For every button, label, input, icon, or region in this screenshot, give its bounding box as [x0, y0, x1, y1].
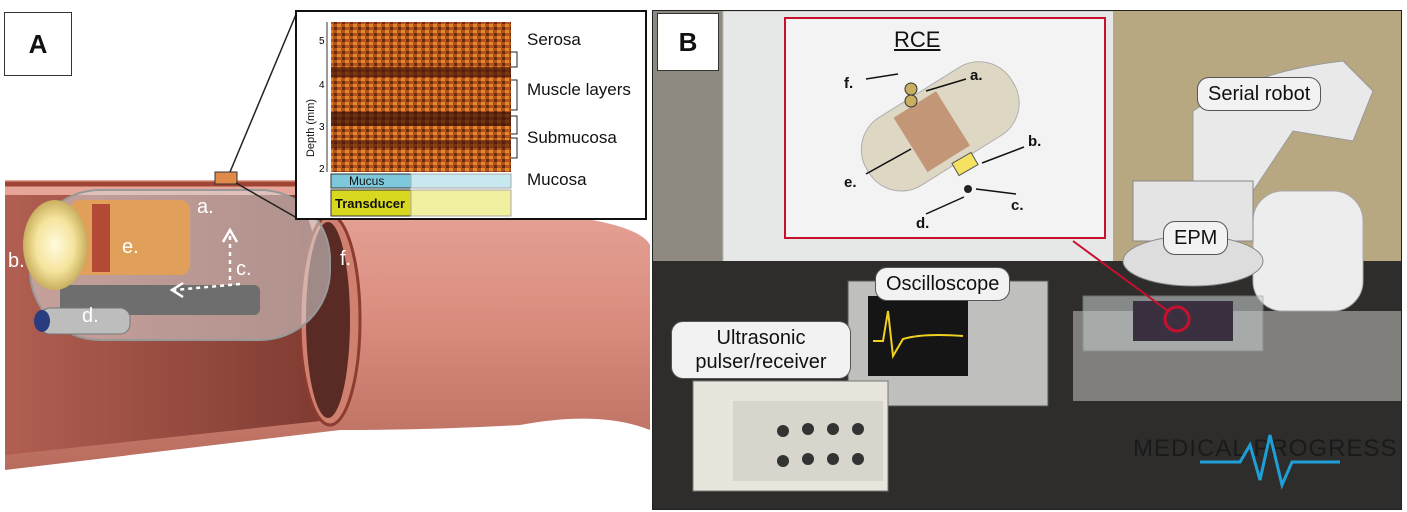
ultrasound-image: [326, 22, 518, 217]
panel-a-label: A: [4, 12, 72, 76]
tick-5: 5: [319, 36, 325, 47]
rce-capsule-photo: [860, 61, 1025, 215]
rce-label-d: d.: [916, 215, 930, 232]
depth-axis-label: Depth (mm): [305, 98, 317, 158]
oscilloscope-label: Oscilloscope: [875, 267, 1011, 301]
epm-label: EPM: [1163, 221, 1229, 255]
panel-b-label: B: [657, 13, 719, 71]
layer-mucosa: Mucosa: [527, 170, 587, 189]
panel-b: B RCE a. b. c. d. e. f.: [652, 10, 1402, 510]
capsule-marker: [1163, 305, 1191, 333]
intestine-illustration: [5, 11, 650, 470]
layer-submucosa: Submucosa: [527, 128, 617, 147]
label-f: f.: [340, 248, 352, 270]
label-c: c.: [236, 258, 252, 280]
tick-4: 4: [319, 80, 325, 91]
tick-3: 3: [319, 122, 325, 133]
label-b: b.: [8, 250, 25, 272]
label-d: d.: [82, 305, 99, 327]
ultrasound-inset: Depth (mm) 5 4 3 2 Serosa Muscle layers …: [295, 10, 647, 220]
rce-title: RCE: [894, 27, 941, 52]
lab-photo: [653, 11, 1401, 509]
rce-label-a: a.: [970, 67, 983, 84]
watermark-pulse-icon: [1200, 434, 1340, 490]
rce-label-e: e.: [844, 174, 857, 191]
pulser-label: Ultrasonic pulser/receiver: [671, 321, 851, 379]
tick-2: 2: [319, 164, 325, 175]
lens: [23, 200, 87, 290]
rce-label-b: b.: [1028, 133, 1042, 150]
mucus-label: Mucus: [349, 174, 385, 188]
label-e: e.: [122, 236, 139, 258]
transducer-label: Transducer: [335, 196, 406, 211]
serial-robot-label: Serial robot: [1197, 77, 1322, 111]
rce-label-c: c.: [1011, 197, 1024, 214]
layer-muscle: Muscle layers: [527, 80, 631, 99]
rce-closeup: RCE a. b. c. d. e. f.: [784, 17, 1106, 239]
panel-a: A a. b. c. d. e. f.: [0, 0, 650, 512]
label-a: a.: [197, 196, 214, 218]
layer-serosa: Serosa: [527, 30, 581, 49]
rce-label-f: f.: [844, 75, 854, 92]
